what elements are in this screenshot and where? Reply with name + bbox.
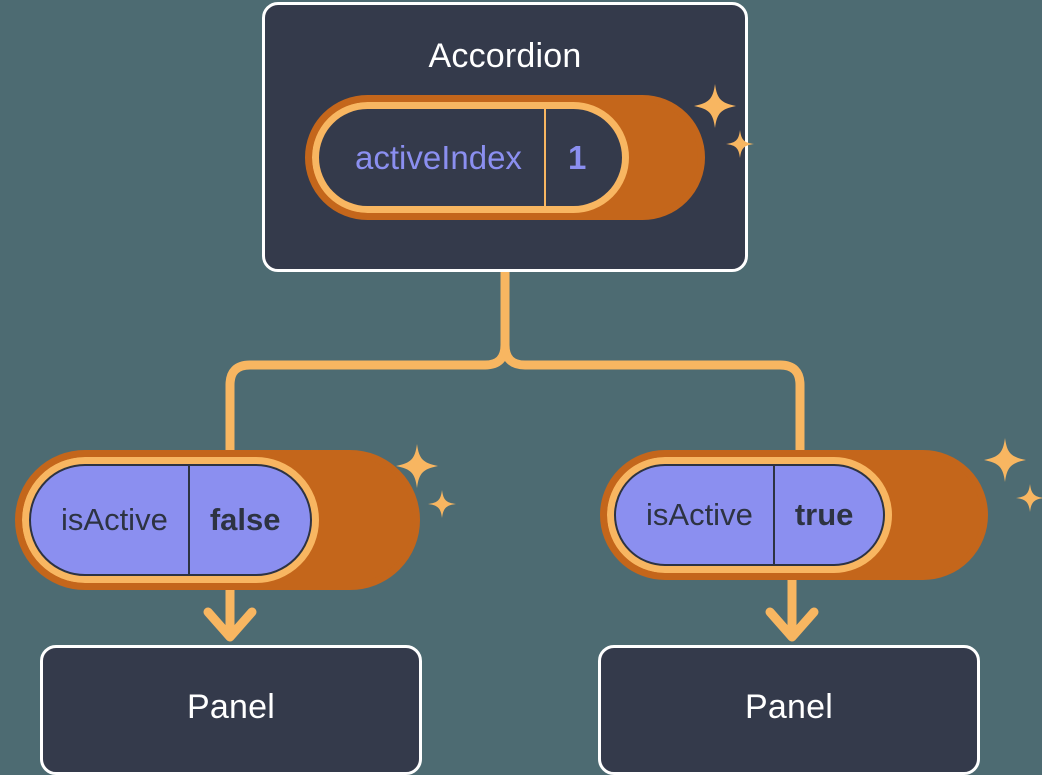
sparkle-group-right-pill [980,436,1042,521]
is-active-true-value-label: true [772,466,884,564]
arrow-down-icon-left [203,607,257,642]
connector-branch-right [500,340,805,457]
arrow-down-icon-right [765,607,819,642]
is-active-true-key-label: isActive [646,497,753,532]
is-active-false-key-label: isActive [61,502,168,537]
is-active-false-pill-inner-ring: isActive false [22,457,320,583]
is-active-false-pill-body: isActive false [29,464,313,576]
active-index-pill-body: activeIndex 1 [319,109,623,206]
sparkle-icon [984,438,1026,482]
active-index-pill-inner-ring: activeIndex 1 [312,102,630,213]
active-index-state-pill[interactable]: activeIndex 1 [305,95,705,220]
active-index-value-label: 1 [543,109,622,206]
panel-title-left: Panel [187,688,275,726]
sparkle-small-icon [1016,484,1042,512]
active-index-key-label: activeIndex [355,138,522,176]
accordion-title: Accordion [428,37,582,75]
connector-branch-left [225,340,510,457]
active-index-state-pill-wrap: activeIndex 1 [305,95,705,220]
is-active-false-state-pill-wrap: isActive false [15,450,420,590]
is-active-true-state-pill-wrap: isActive true [600,450,988,580]
sparkle-small-icon [428,490,456,518]
panel-title-right: Panel [745,688,833,726]
is-active-true-pill-body: isActive true [614,464,886,566]
panel-component-card-left[interactable]: Panel [40,645,422,775]
is-active-false-value-label: false [187,466,311,574]
is-active-false-state-pill[interactable]: isActive false [15,450,420,590]
is-active-true-pill-inner-ring: isActive true [607,457,893,573]
panel-component-card-right[interactable]: Panel [598,645,980,775]
is-active-true-state-pill[interactable]: isActive true [600,450,988,580]
